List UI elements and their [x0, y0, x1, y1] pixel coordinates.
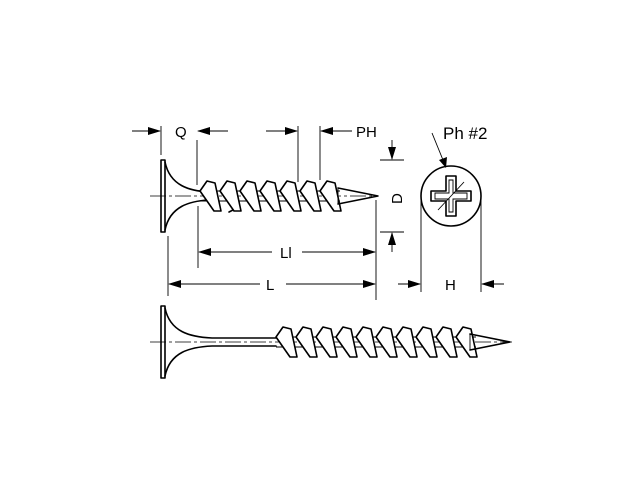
top-screw-threads — [199, 180, 342, 212]
bottom-screw-shank-top — [164, 307, 277, 339]
bottom-screw-tip — [469, 333, 511, 351]
thread-crest — [239, 180, 262, 212]
thread-crest — [319, 180, 342, 212]
top-screw-tip — [337, 187, 379, 205]
top-screw-side-view — [150, 159, 379, 233]
thread-crest — [259, 180, 282, 212]
drive-leader — [431, 132, 444, 161]
label-drive: Ph #2 — [443, 124, 487, 143]
dim-ll — [198, 248, 376, 256]
thread-crest — [375, 326, 398, 358]
thread-crest — [299, 180, 322, 212]
thread-crest — [415, 326, 438, 358]
thread-crest — [395, 326, 418, 358]
dim-l — [168, 280, 376, 288]
dim-q — [132, 127, 228, 135]
top-screw-mark — [228, 209, 234, 213]
head-top-view — [420, 132, 482, 292]
thread-crest — [219, 180, 242, 212]
thread-crest — [295, 326, 318, 358]
label-ll: Ll — [280, 245, 292, 262]
dim-ph — [266, 127, 352, 135]
top-extension-lines — [160, 126, 404, 300]
label-h: H — [445, 277, 456, 294]
label-l: L — [266, 277, 274, 294]
top-screw-head-flare-bottom — [164, 199, 210, 231]
label-ph: PH — [356, 124, 377, 141]
thread-crest — [335, 326, 358, 358]
bottom-screw-shank-bottom — [164, 345, 277, 377]
thread-crest — [279, 180, 302, 212]
dim-d — [388, 140, 396, 252]
thread-crest — [435, 326, 458, 358]
label-d: D — [389, 193, 406, 204]
thread-crest — [199, 180, 222, 212]
thread-crest — [315, 326, 338, 358]
bottom-screw-side-view — [150, 305, 512, 379]
thread-crest — [275, 326, 298, 358]
label-q: Q — [175, 124, 187, 141]
dim-h — [398, 280, 504, 288]
thread-crest — [455, 326, 478, 358]
thread-crest — [355, 326, 378, 358]
